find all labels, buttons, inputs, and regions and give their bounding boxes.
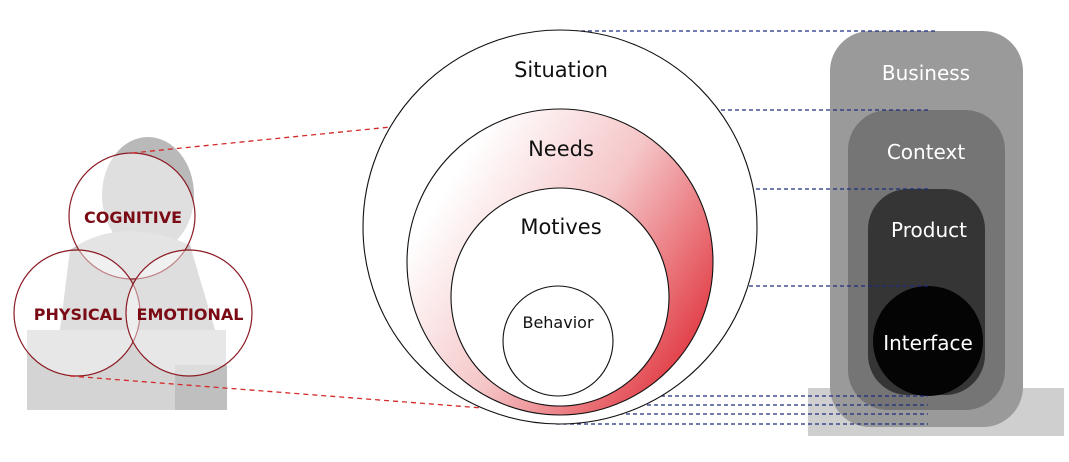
nested-circles: Situation Needs Motives Behavior	[362, 29, 758, 425]
venn-label-cognitive: COGNITIVE	[84, 208, 182, 227]
label-situation: Situation	[514, 58, 608, 82]
layer-stack: Business Context Product Interface	[808, 31, 1064, 436]
label-needs: Needs	[528, 137, 594, 161]
venn-emotional-circle	[125, 249, 253, 377]
venn-label-emotional: EMOTIONAL	[137, 305, 244, 324]
label-behavior: Behavior	[522, 313, 593, 332]
connector-red-bottom	[69, 375, 561, 415]
venn-label-physical: PHYSICAL	[34, 305, 123, 324]
venn-physical-circle	[13, 249, 141, 377]
venn-diagram: COGNITIVE PHYSICAL EMOTIONAL	[13, 152, 253, 377]
layer-label-product: Product	[891, 218, 967, 242]
layer-label-context: Context	[887, 140, 966, 164]
label-motives: Motives	[520, 215, 601, 239]
circle-behavior	[502, 285, 614, 397]
layer-label-interface: Interface	[883, 331, 973, 355]
layer-interface-circle	[873, 286, 983, 396]
layer-label-business: Business	[882, 61, 970, 85]
